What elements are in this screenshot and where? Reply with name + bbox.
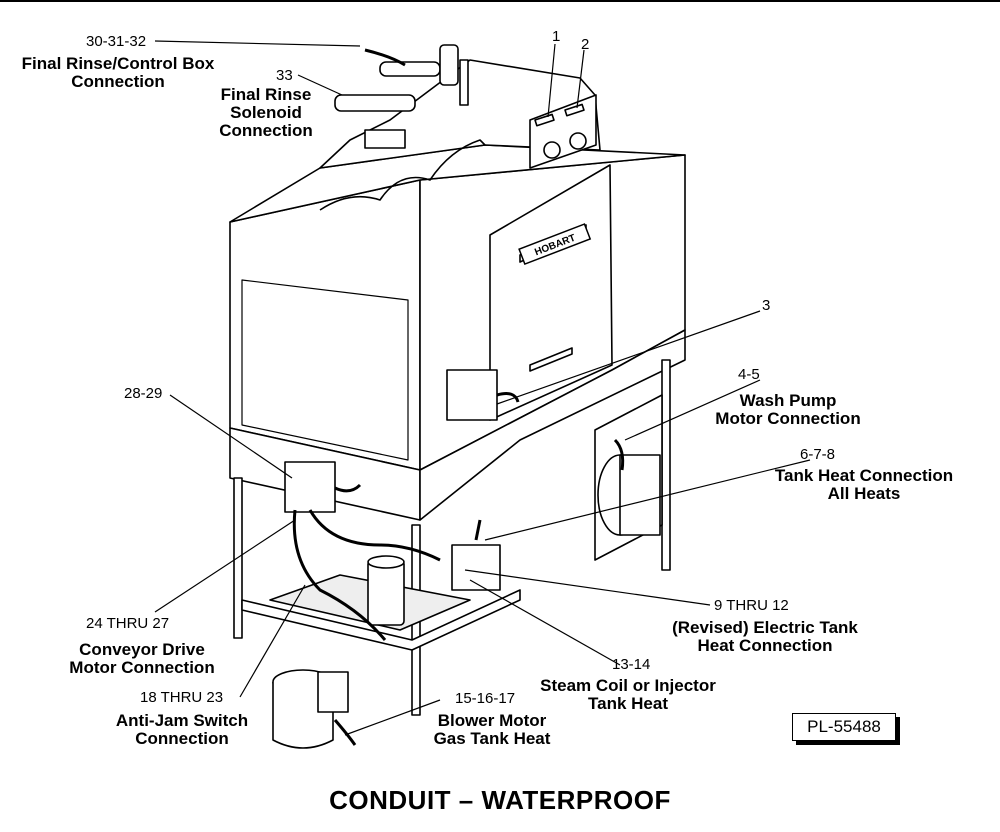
pump-compartment xyxy=(594,394,663,561)
top-rule xyxy=(0,0,1000,2)
callout-1-number: 1 xyxy=(552,28,561,45)
conduit-lines xyxy=(292,48,625,746)
callout-28-29-number: 28-29 xyxy=(124,385,163,402)
callout-33-number: 33 xyxy=(276,67,293,84)
conveyor-motor xyxy=(367,555,405,626)
blower-motor xyxy=(272,669,349,749)
callout-2-number: 2 xyxy=(581,36,590,53)
callout-6-7-8-number: 6-7-8 xyxy=(800,446,836,463)
leader-lines xyxy=(154,40,811,736)
callout-24-27-number: 24 THRU 27 xyxy=(86,615,170,632)
callout-3-number: 3 xyxy=(762,297,771,314)
callout-9-12-number: 9 THRU 12 xyxy=(714,597,789,614)
callout-15-17-number: 15-16-17 xyxy=(455,690,516,707)
junction-boxes xyxy=(284,369,501,591)
callout-13-14-number: 13-14 xyxy=(612,656,651,673)
control-panel xyxy=(529,94,597,169)
callout-4-5-number: 4-5 xyxy=(738,366,760,383)
curtain-panels xyxy=(241,279,409,461)
callout-30-31-32-number: 30-31-32 xyxy=(86,33,147,50)
part-number-box: PL-55488 xyxy=(792,713,896,741)
diagram-caption: CONDUIT – WATERPROOF xyxy=(329,785,671,815)
rinse-plumbing xyxy=(334,44,469,149)
callout-18-23-number: 18 THRU 23 xyxy=(140,689,224,706)
